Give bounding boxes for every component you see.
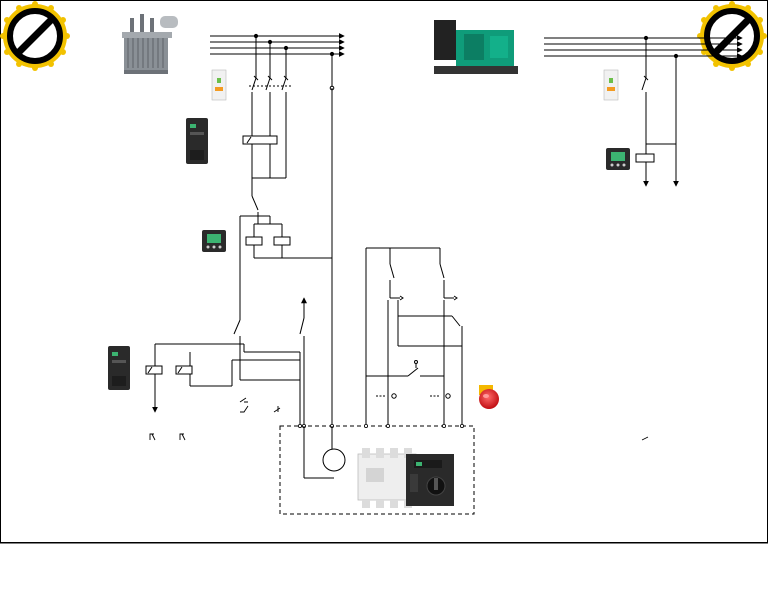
contact-symbols [149,397,649,441]
ats-enclosure [279,425,475,515]
control-relay-icon [186,118,208,164]
emergency-stop-icon [479,385,499,409]
right-bus-taps [635,35,679,184]
timer-relay-icon [202,230,226,252]
left-bus [210,33,345,57]
prohibited-icon [0,1,70,71]
generator-icon [434,20,518,74]
left-bus-taps [145,33,335,426]
prohibited-icon [697,1,767,71]
ats-terminals [297,423,464,428]
control-relay-icon [108,346,130,390]
timer-relay-icon [606,148,630,170]
transfer-control-circuit [365,247,463,426]
circuit-breaker-icon [211,69,227,101]
ats-wires [303,426,334,479]
transfer-switch-icon [357,448,454,508]
right-bus [544,35,743,59]
motor-icon [322,448,346,472]
transformer-icon [122,14,178,74]
circuit-breaker-icon [603,69,619,101]
